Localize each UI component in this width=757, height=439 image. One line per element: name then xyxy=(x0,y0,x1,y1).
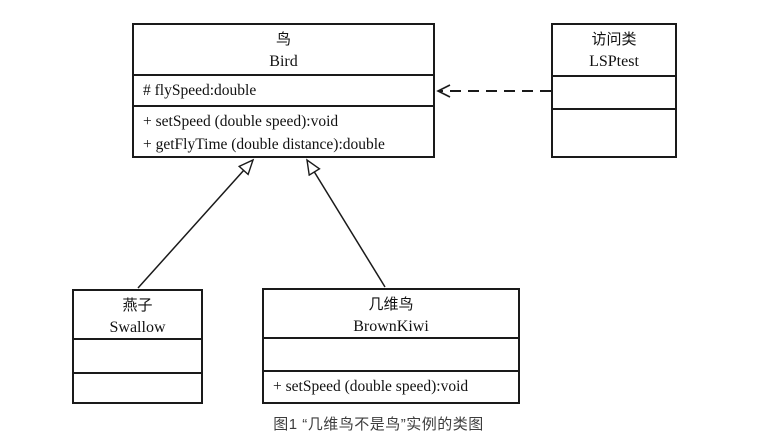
class-attributes-brownkiwi xyxy=(264,337,518,370)
class-box-brownkiwi: 几维鸟 BrownKiwi + setSpeed (double speed):… xyxy=(262,288,520,404)
class-methods-brownkiwi: + setSpeed (double speed):void xyxy=(264,370,518,402)
class-name-cn: 几维鸟 xyxy=(368,297,414,313)
class-name-en: BrownKiwi xyxy=(353,318,429,335)
method-setspeed: + setSpeed (double speed):void xyxy=(143,113,339,130)
class-box-lsptest: 访问类 LSPtest xyxy=(551,23,677,158)
class-title-brownkiwi: 几维鸟 BrownKiwi xyxy=(264,290,518,337)
class-box-bird: 鸟 Bird # flySpeed:double + setSpeed (dou… xyxy=(132,23,435,158)
class-title-swallow: 燕子 Swallow xyxy=(74,291,201,338)
class-methods-lsptest xyxy=(553,108,675,156)
attribute-flyspeed: # flySpeed:double xyxy=(143,81,257,99)
class-name-en: Swallow xyxy=(109,319,166,336)
method-setspeed: + setSpeed (double speed):void xyxy=(273,378,469,395)
class-title-bird: 鸟 Bird xyxy=(134,25,433,74)
figure-caption: 图1 “几维鸟不是鸟”实例的类图 xyxy=(273,416,484,433)
method-getflytime: + getFlyTime (double distance):double xyxy=(143,136,385,153)
class-methods-bird: + setSpeed (double speed):void + getFlyT… xyxy=(134,105,433,156)
class-methods-swallow xyxy=(74,372,201,402)
class-attributes-bird: # flySpeed:double xyxy=(134,73,433,105)
class-box-swallow: 燕子 Swallow xyxy=(72,289,203,404)
class-name-cn: 燕子 xyxy=(122,298,153,314)
class-name-cn: 鸟 xyxy=(275,32,291,48)
class-attributes-lsptest xyxy=(553,75,675,108)
class-attributes-swallow xyxy=(74,338,201,372)
class-name-en: Bird xyxy=(269,53,298,70)
generalization-brownkiwi-to-bird xyxy=(307,160,386,288)
class-title-lsptest: 访问类 LSPtest xyxy=(553,25,675,75)
class-name-cn: 访问类 xyxy=(591,32,637,48)
class-name-en: LSPtest xyxy=(589,53,639,70)
generalization-swallow-to-bird xyxy=(137,160,253,289)
